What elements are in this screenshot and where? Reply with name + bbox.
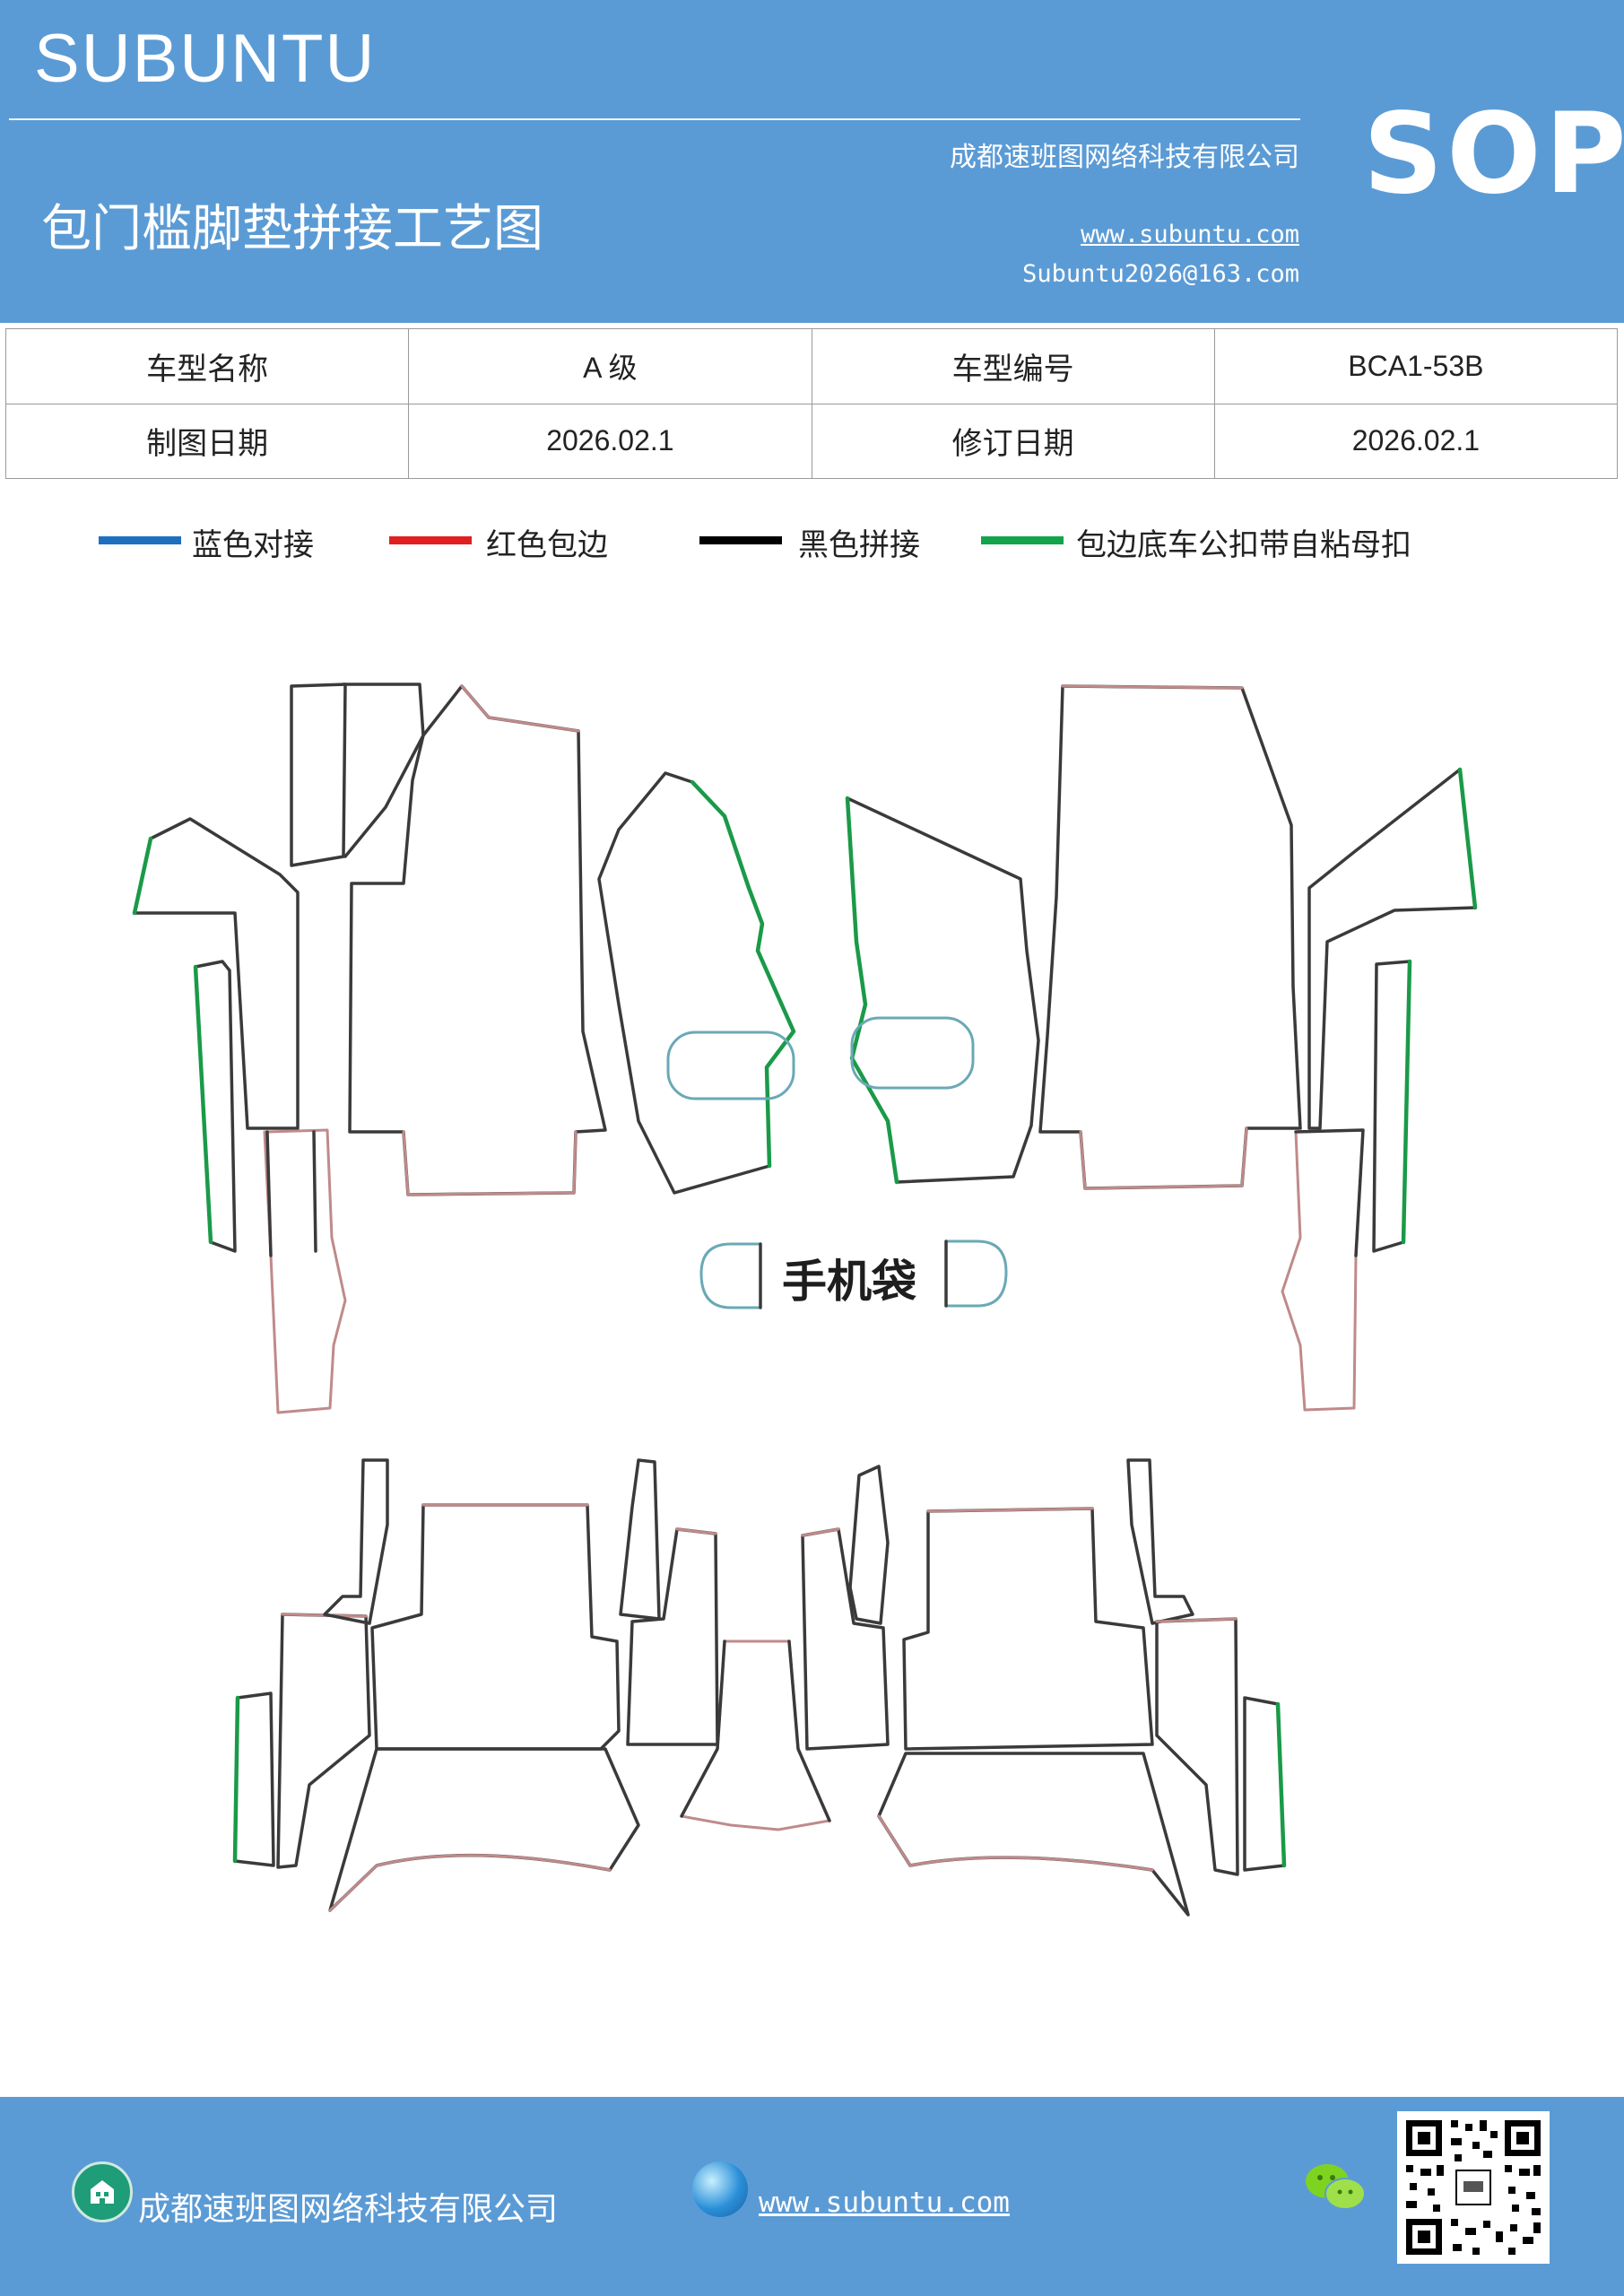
qr-code[interactable]: [1397, 2111, 1550, 2264]
phone-pocket-tab-right: [944, 1239, 1008, 1308]
legend-swatch-black: [699, 536, 782, 544]
mat-edge-red: [675, 1527, 717, 1535]
table-cell-value: 2026.02.1: [408, 403, 812, 479]
sop-badge: SOP: [1363, 90, 1624, 219]
table-cell-label: 修订日期: [811, 403, 1215, 479]
legend-swatch-green: [981, 536, 1064, 544]
mat-edge-red: [801, 1527, 840, 1537]
footer-website-link[interactable]: www.subuntu.com: [759, 2187, 1010, 2219]
mat-piece-left-main: [348, 684, 607, 1196]
mat-piece-left-wing: [133, 817, 300, 1130]
header-email[interactable]: Subuntu2026@163.com: [1022, 260, 1299, 288]
page-title: 包门槛脚垫拼接工艺图: [41, 200, 543, 258]
mat-piece-right-wing: [1307, 768, 1477, 1130]
mat-edge-green: [690, 779, 796, 1169]
mat-edge-red: [328, 1854, 612, 1912]
mat-edge-red: [926, 1507, 1094, 1513]
mat-piece-rear-left-seat: [370, 1503, 621, 1751]
table-row: 制图日期 2026.02.1 修订日期 2026.02.1: [4, 403, 1619, 479]
mat-piece-rear-left-side: [276, 1613, 371, 1869]
mat-piece-left-panel: [342, 683, 425, 858]
mat-piece-center-right: [846, 796, 1040, 1184]
table-cell-label: 车型编号: [811, 328, 1215, 404]
floor-mat-diagram: 手机袋: [132, 683, 1478, 1917]
mat-edge-red: [1061, 684, 1248, 1190]
mat-piece-rear-left-column-2: [626, 1527, 719, 1746]
mat-piece-left-sill: [263, 1128, 347, 1414]
mat-piece-right-main: [1038, 684, 1302, 1190]
mat-piece-rear-left-curve: [233, 1692, 275, 1867]
header-banner: SUBUNTU 包门槛脚垫拼接工艺图 成都速班图网络科技有限公司 www.sub…: [0, 0, 1624, 323]
brand-logo-text: SUBUNTU: [34, 21, 377, 97]
phone-pocket-label: 手机袋: [782, 1256, 916, 1308]
info-table: 车型名称 A 级 车型编号 BCA1-53B 制图日期 2026.02.1 修订…: [4, 328, 1619, 479]
mat-edge-green: [1275, 1701, 1287, 1868]
phone-pocket-outline: [666, 1031, 795, 1100]
mat-piece-rear-right-seat: [902, 1507, 1154, 1751]
mat-edge-green: [1457, 767, 1478, 910]
legend-label: 包边底车公扣带自粘母扣: [1076, 527, 1411, 563]
legend-item-green: 包边底车公扣带自粘母扣: [981, 520, 1483, 574]
mat-edge-red: [1155, 1617, 1238, 1623]
mat-piece-left-panel: [290, 683, 347, 867]
phone-pocket-outline: [850, 1016, 975, 1090]
mat-piece-rear-right-bracket: [1126, 1458, 1194, 1625]
legend-item-blue: 蓝色对接: [99, 520, 332, 574]
table-row: 车型名称 A 级 车型编号 BCA1-53B: [4, 328, 1619, 404]
legend-item-black: 黑色拼接: [699, 520, 933, 574]
mat-piece-rear-left-lower: [328, 1747, 640, 1912]
footer-banner: 成都速班图网络科技有限公司 www.subuntu.com: [0, 2097, 1624, 2296]
mat-edge-green: [845, 796, 899, 1185]
legend-label: 黑色拼接: [798, 527, 920, 563]
header-company: 成都速班图网络科技有限公司: [950, 142, 1299, 173]
mat-piece-rear-right-column-2: [801, 1527, 890, 1751]
header-divider: [9, 118, 1300, 120]
mat-edge-green: [1401, 959, 1412, 1245]
globe-icon: [692, 2161, 748, 2217]
mat-piece-rear-left-bracket: [323, 1458, 389, 1625]
mat-edge-black: [1294, 1128, 1365, 1257]
legend-label: 蓝色对接: [192, 527, 314, 563]
table-cell-value: BCA1-53B: [1213, 328, 1619, 404]
legend-label: 红色包边: [486, 527, 608, 563]
table-cell-label: 车型名称: [4, 328, 410, 404]
header-website-link[interactable]: www.subuntu.com: [1081, 221, 1299, 248]
mat-piece-center-left: [597, 771, 795, 1195]
table-cell-label: 制图日期: [4, 403, 410, 479]
wechat-icon[interactable]: [1304, 2160, 1367, 2213]
mat-edge-green: [132, 836, 153, 916]
mat-piece-left-strip: [194, 960, 237, 1253]
legend-item-red: 红色包边: [389, 520, 622, 574]
mat-piece-rear-right-column: [848, 1465, 890, 1625]
mat-piece-right-sill: [1281, 1128, 1365, 1412]
mat-edge-green: [193, 964, 213, 1245]
mat-edge-green: [232, 1695, 240, 1864]
legend-swatch-blue: [99, 536, 181, 544]
legend-swatch-red: [389, 536, 472, 544]
building-icon: [72, 2161, 133, 2222]
mat-piece-rear-left-column: [619, 1458, 661, 1621]
mat-piece-rear-right-side: [1155, 1617, 1239, 1876]
phone-pocket-tab-left: [699, 1242, 762, 1309]
mat-edge-red: [877, 1814, 1154, 1872]
table-cell-value: 2026.02.1: [1213, 403, 1619, 479]
mat-edge-black: [680, 1639, 831, 1822]
mat-edge-black: [265, 1130, 317, 1257]
table-cell-value: A 级: [408, 328, 812, 404]
mat-piece-rear-right-lower: [877, 1752, 1190, 1917]
footer-company: 成都速班图网络科技有限公司: [138, 2191, 559, 2228]
mat-edge-red: [402, 684, 580, 1196]
